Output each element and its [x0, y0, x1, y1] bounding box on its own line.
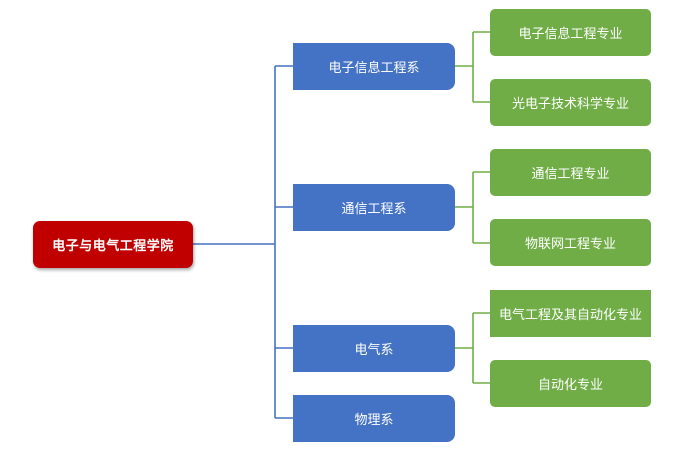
major-node-electrical-automation[interactable]: 电气工程及其自动化专业 — [490, 290, 651, 337]
dept-node-physics[interactable]: 物理系 — [293, 395, 455, 442]
major-node-iot-eng[interactable]: 物联网工程专业 — [490, 219, 651, 266]
major-node-communication-eng[interactable]: 通信工程专业 — [490, 149, 651, 196]
dept-node-communication[interactable]: 通信工程系 — [293, 184, 455, 231]
major-node-automation[interactable]: 自动化专业 — [490, 360, 651, 407]
major-node-optoelectronics[interactable]: 光电子技术科学专业 — [490, 79, 651, 126]
dept-node-electronic-info[interactable]: 电子信息工程系 — [293, 43, 455, 90]
major-node-electronic-info-eng[interactable]: 电子信息工程专业 — [490, 9, 651, 56]
dept-node-electrical[interactable]: 电气系 — [293, 325, 455, 372]
root-node[interactable]: 电子与电气工程学院 — [33, 221, 193, 268]
